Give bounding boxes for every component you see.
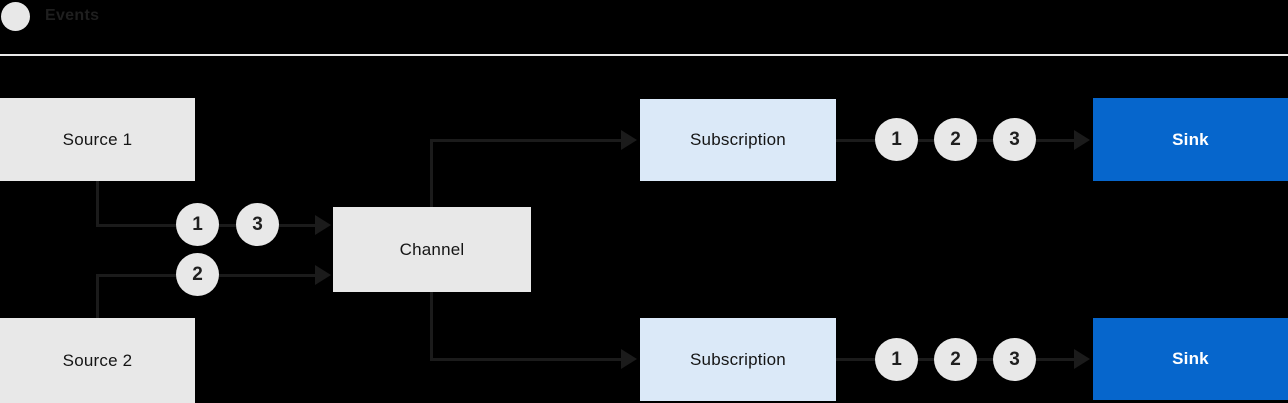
divider <box>0 54 1288 56</box>
connector-channel-to-subscription1 <box>430 139 623 142</box>
connector-channel-to-subscription2 <box>430 358 623 361</box>
node-source-2: Source 2 <box>0 318 195 403</box>
event-badge: 2 <box>176 253 219 296</box>
arrowhead-icon <box>1074 130 1090 150</box>
node-label: Sink <box>1172 129 1209 149</box>
node-label: Channel <box>399 239 465 259</box>
arrowhead-icon <box>315 215 331 235</box>
connector-source1-down <box>96 181 99 226</box>
node-label: Subscription <box>690 130 786 149</box>
events-legend-icon <box>1 2 30 31</box>
connector-channel-up <box>430 141 433 207</box>
arrowhead-icon <box>315 265 331 285</box>
node-label: Source 1 <box>62 129 133 149</box>
node-sink-2: Sink <box>1093 318 1288 400</box>
connector-source2-up <box>96 275 99 318</box>
node-label: Sink <box>1172 349 1209 368</box>
node-channel: Channel <box>333 207 531 292</box>
arrowhead-icon <box>621 349 637 369</box>
event-badge: 1 <box>875 118 918 161</box>
event-badge: 3 <box>993 118 1036 161</box>
node-source-1: Source 1 <box>0 98 195 181</box>
arrowhead-icon <box>1074 349 1090 369</box>
node-label: Subscription <box>690 349 786 369</box>
node-subscription-2: Subscription <box>640 318 836 401</box>
event-badge: 3 <box>236 203 279 246</box>
event-badge: 2 <box>934 118 977 161</box>
node-label: Source 2 <box>62 350 133 370</box>
events-legend-label: Events <box>45 7 100 24</box>
event-badge: 3 <box>993 338 1036 381</box>
event-badge: 1 <box>176 203 219 246</box>
connector-channel-down <box>430 292 433 360</box>
arrowhead-icon <box>621 130 637 150</box>
event-badge: 2 <box>934 338 977 381</box>
event-badge: 1 <box>875 338 918 381</box>
node-sink-1: Sink <box>1093 98 1288 181</box>
node-subscription-1: Subscription <box>640 99 836 181</box>
